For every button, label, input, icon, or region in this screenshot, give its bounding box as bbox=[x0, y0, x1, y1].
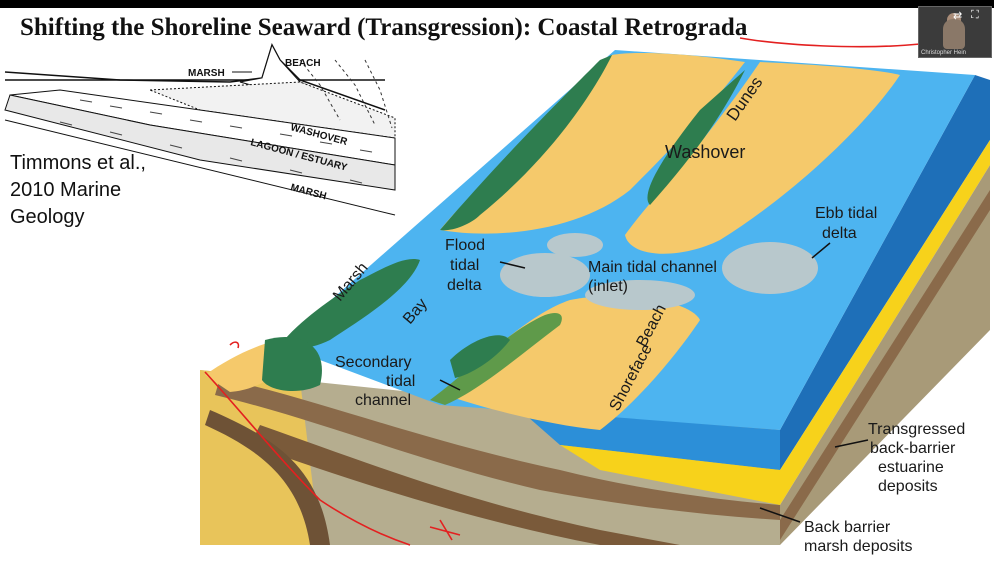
swap-icon[interactable]: ⇄ bbox=[953, 10, 963, 22]
label-transgressed-2: back-barrier bbox=[870, 440, 956, 457]
front-face-sand bbox=[200, 370, 320, 545]
label-ebb-2: delta bbox=[822, 225, 857, 242]
front-yellow-band bbox=[560, 445, 780, 505]
right-side-yellow bbox=[780, 140, 990, 505]
label-main-channel-2: (inlet) bbox=[588, 278, 628, 295]
citation: Timmons et al., 2010 Marine Geology bbox=[10, 150, 146, 231]
cross-section-profile: MARSH BEACH WASHOVER LAGOON / ESTUARY MA… bbox=[4, 43, 396, 216]
left-land-marsh bbox=[262, 337, 322, 392]
label-main-channel-1: Main tidal channel bbox=[588, 259, 717, 276]
video-thumbnail[interactable]: ⇄ ⛶ Christopher Hein bbox=[918, 6, 992, 58]
label-flood-3: delta bbox=[447, 277, 482, 294]
label-transgressed-1: Transgressed bbox=[868, 421, 965, 438]
leader-lines bbox=[439, 242, 869, 523]
left-land bbox=[205, 339, 300, 392]
label-marsh: Marsh bbox=[330, 260, 372, 305]
mud-layer-1 bbox=[215, 378, 780, 520]
main-channel-delta bbox=[585, 280, 695, 310]
front-barrier-sand bbox=[445, 296, 700, 430]
washover-marsh bbox=[647, 70, 745, 205]
label-marsh-top: MARSH bbox=[188, 68, 225, 79]
fullscreen-icon[interactable]: ⛶ bbox=[971, 9, 979, 21]
ebb-tidal-delta bbox=[722, 242, 818, 294]
front-barrier-marsh bbox=[430, 313, 562, 405]
barrier-top-sand bbox=[440, 52, 745, 234]
washover-island bbox=[625, 62, 900, 254]
label-transgressed-4: deposits bbox=[878, 478, 938, 495]
label-shoreface: Shoreface bbox=[607, 341, 656, 413]
right-side-mud bbox=[780, 190, 990, 540]
front-face-sediment bbox=[200, 370, 780, 545]
label-washover: Washover bbox=[665, 142, 745, 162]
mud-layer-2 bbox=[250, 425, 680, 545]
top-bar bbox=[0, 0, 994, 8]
label-ebb-1: Ebb tidal bbox=[815, 205, 877, 222]
label-secondary-1: Secondary bbox=[335, 354, 412, 371]
mud-layer-3 bbox=[205, 410, 330, 545]
flood-tidal-delta bbox=[500, 253, 590, 297]
label-back-barrier-2: marsh deposits bbox=[804, 538, 913, 555]
label-beach: Beach bbox=[634, 302, 670, 350]
label-flood-1: Flood bbox=[445, 237, 485, 254]
presenter-body bbox=[943, 19, 965, 49]
video-caption: Christopher Hein bbox=[921, 50, 967, 56]
left-marsh bbox=[280, 259, 420, 349]
label-secondary-3: channel bbox=[355, 392, 411, 409]
label-beach: BEACH bbox=[285, 58, 321, 69]
barrier-top-marsh bbox=[440, 55, 612, 231]
label-back-barrier-1: Back barrier bbox=[804, 519, 891, 536]
front-water-band bbox=[520, 410, 780, 470]
label-bay: Bay bbox=[400, 296, 431, 328]
flood-tidal-delta-2 bbox=[547, 233, 603, 257]
label-secondary-2: tidal bbox=[386, 373, 415, 390]
slide-title: Shifting the Shoreline Seaward (Transgre… bbox=[20, 14, 748, 41]
citation-line: Geology bbox=[10, 206, 85, 228]
citation-line: 2010 Marine bbox=[10, 179, 122, 201]
label-flood-2: tidal bbox=[450, 257, 479, 274]
label-marsh-bottom: MARSH bbox=[289, 182, 327, 202]
citation-line: Timmons et al., bbox=[10, 152, 146, 174]
secondary-marsh bbox=[450, 335, 510, 378]
label-dunes: Dunes bbox=[723, 73, 767, 124]
label-transgressed-3: estuarine bbox=[878, 459, 944, 476]
right-side-water bbox=[780, 75, 990, 470]
right-side-sediment bbox=[780, 165, 990, 545]
